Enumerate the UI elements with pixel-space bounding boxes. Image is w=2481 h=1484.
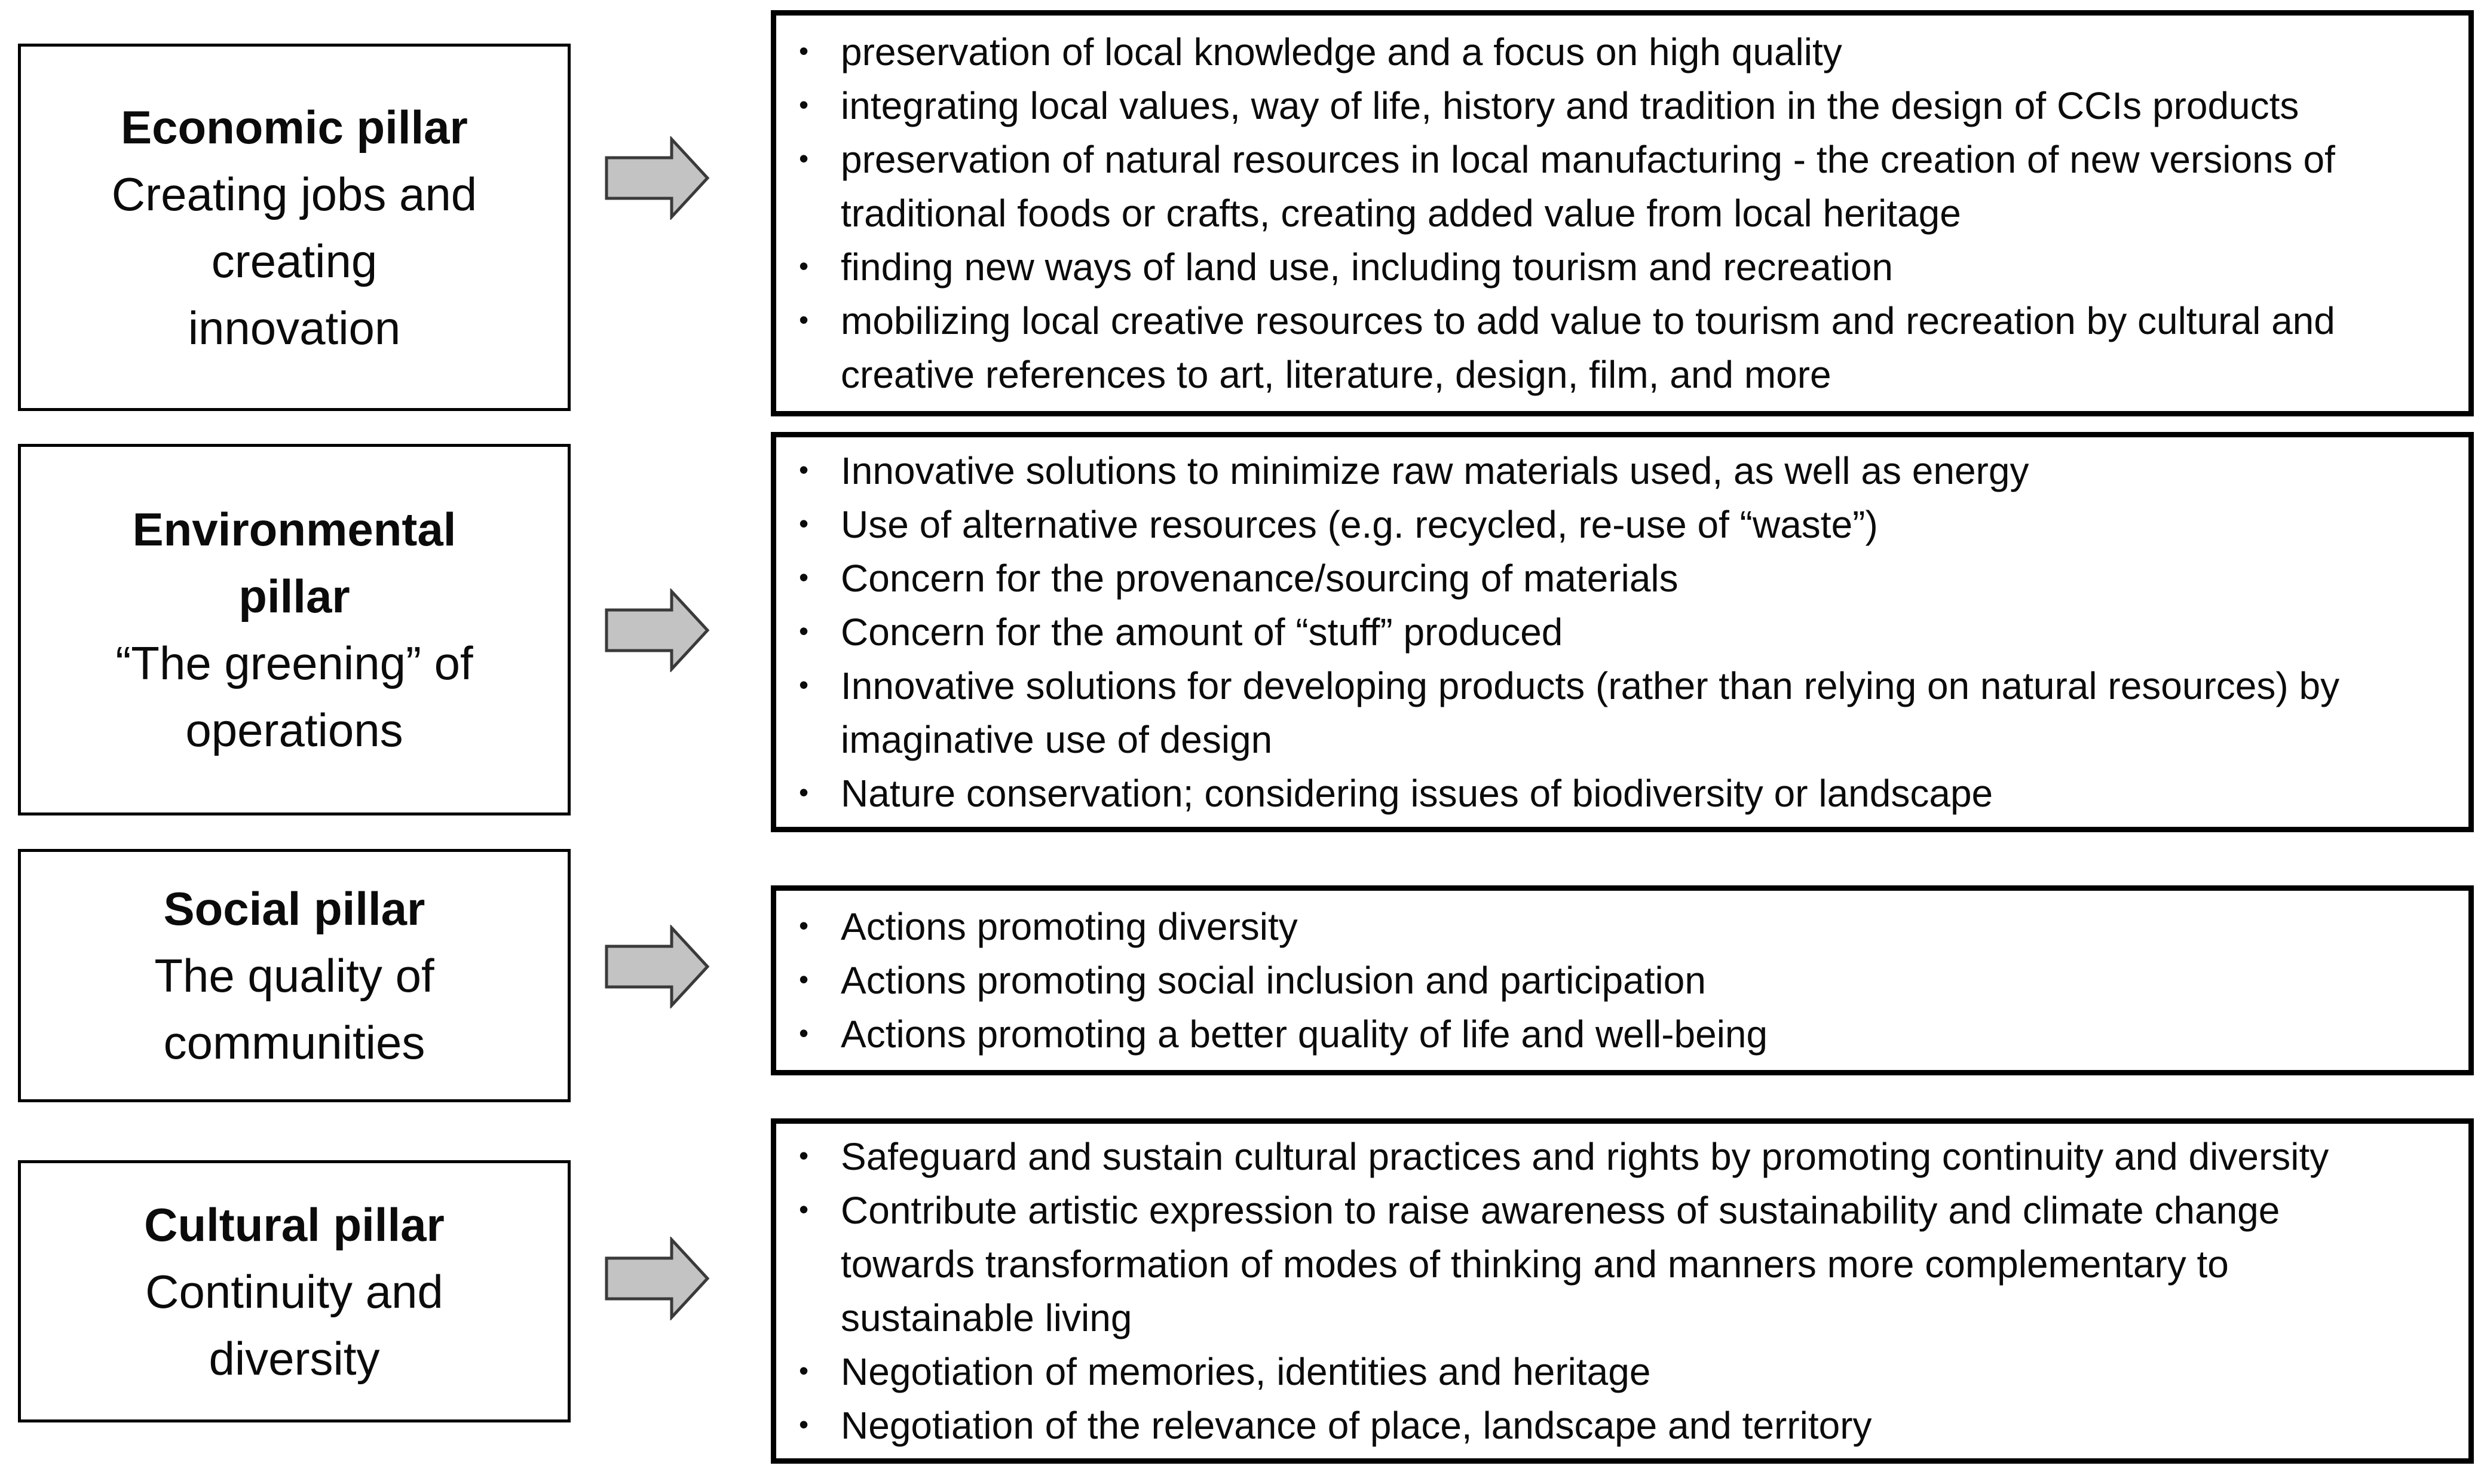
bullet-text: Negotiation of memories, identities and … xyxy=(841,1350,1651,1393)
bullet-icon: • xyxy=(799,508,809,539)
bullet-item: • preservation of natural resources in lo… xyxy=(783,133,2355,240)
bullet-text: Actions promoting a better quality of li… xyxy=(841,1013,1768,1056)
pillar-details-box-environmental: • Innovative solutions to minimize raw ma… xyxy=(771,432,2474,832)
right-arrow-icon xyxy=(605,136,710,220)
bullet-item: • Actions promoting a better quality of l… xyxy=(783,1007,2355,1061)
bullet-item: • Concern for the amount of “stuff” produ… xyxy=(783,605,2355,659)
bullet-icon: • xyxy=(799,143,809,174)
bullet-item: • Safeguard and sustain cultural practice… xyxy=(783,1130,2355,1183)
bullet-item: • Innovative solutions to minimize raw ma… xyxy=(783,444,2355,498)
bullet-item: • Nature conservation; considering issues… xyxy=(783,766,2355,820)
right-arrow-icon xyxy=(605,1237,710,1320)
bullet-icon: • xyxy=(799,89,809,120)
pillar-details-box-cultural: • Safeguard and sustain cultural practice… xyxy=(771,1118,2474,1464)
bullet-text: Innovative solutions for developing prod… xyxy=(841,664,2340,761)
bullet-text: preservation of local knowledge and a fo… xyxy=(841,30,1842,73)
bullet-list: • Innovative solutions to minimize raw ma… xyxy=(783,444,2355,820)
bullet-text: Nature conservation; considering issues … xyxy=(841,772,1993,815)
bullet-item: • Negotiation of memories, identities and… xyxy=(783,1345,2355,1399)
bullet-icon: • xyxy=(799,454,809,485)
bullet-text: finding new ways of land use, including … xyxy=(841,246,1893,289)
pillar-subtitle: Continuity and diversity xyxy=(145,1265,443,1385)
bullet-item: • Contribute artistic expression to raise… xyxy=(783,1183,2355,1345)
bullet-item: • Use of alternative resources (e.g. recy… xyxy=(783,498,2355,551)
bullet-icon: • xyxy=(799,777,809,808)
bullet-item: • Actions promoting diversity xyxy=(783,900,2355,953)
bullet-text: Contribute artistic expression to raise … xyxy=(841,1189,2280,1339)
pillar-subtitle: “The greening” of operations xyxy=(115,637,473,756)
bullet-text: Safeguard and sustain cultural practices… xyxy=(841,1135,2329,1178)
bullet-text: preservation of natural resources in loc… xyxy=(841,138,2335,235)
bullet-text: integrating local values, way of life, h… xyxy=(841,84,2299,127)
bullet-text: Concern for the provenance/sourcing of m… xyxy=(841,557,1678,600)
pillar-label-box-economic: Economic pillar Creating jobs and creati… xyxy=(18,44,571,411)
bullet-text: Actions promoting diversity xyxy=(841,905,1298,948)
bullet-item: • finding new ways of land use, including… xyxy=(783,240,2355,294)
bullet-icon: • xyxy=(799,304,809,335)
bullet-icon: • xyxy=(799,1140,809,1171)
bullet-text: Actions promoting social inclusion and p… xyxy=(841,959,1706,1002)
pillar-details-box-social: • Actions promoting diversity • Actions pr… xyxy=(771,885,2474,1075)
bullet-list: • Actions promoting diversity • Actions pr… xyxy=(783,900,2355,1061)
bullet-icon: • xyxy=(799,1409,809,1440)
pillar-title: Cultural pillar xyxy=(144,1198,445,1251)
pillar-title: Social pillar xyxy=(163,882,425,935)
bullet-item: • Concern for the provenance/sourcing of … xyxy=(783,551,2355,605)
bullet-item: • Innovative solutions for developing pro… xyxy=(783,659,2355,766)
pillar-details-box-economic: • preservation of local knowledge and a f… xyxy=(771,10,2474,416)
pillar-label-box-environmental: Environmental pillar “The greening” of o… xyxy=(18,444,571,815)
bullet-icon: • xyxy=(799,615,809,646)
pillar-title: Economic pillar xyxy=(121,100,468,154)
pillar-title: Environmental pillar xyxy=(132,503,457,623)
bullet-icon: • xyxy=(799,35,809,66)
bullet-icon: • xyxy=(799,964,809,995)
pillar-subtitle: The quality of communities xyxy=(154,949,434,1069)
bullet-icon: • xyxy=(799,1355,809,1386)
bullet-text: Use of alternative resources (e.g. recyc… xyxy=(841,503,1878,546)
bullet-list: • preservation of local knowledge and a f… xyxy=(783,25,2355,401)
pillar-label-box-social: Social pillar The quality of communities xyxy=(18,849,571,1102)
pillar-label-box-cultural: Cultural pillar Continuity and diversity xyxy=(18,1160,571,1422)
bullet-text: mobilizing local creative resources to a… xyxy=(841,299,2335,396)
bullet-icon: • xyxy=(799,250,809,281)
bullet-icon: • xyxy=(799,669,809,700)
pillar-subtitle: Creating jobs and creating innovation xyxy=(111,167,477,354)
right-arrow-icon xyxy=(605,588,710,672)
right-arrow-icon xyxy=(605,925,710,1008)
bullet-item: • Negotiation of the relevance of place, … xyxy=(783,1399,2355,1452)
bullet-item: • mobilizing local creative resources to … xyxy=(783,294,2355,401)
bullet-text: Negotiation of the relevance of place, l… xyxy=(841,1404,1872,1447)
bullet-icon: • xyxy=(799,1194,809,1225)
bullet-text: Concern for the amount of “stuff” produc… xyxy=(841,611,1563,654)
bullet-item: • preservation of local knowledge and a f… xyxy=(783,25,2355,79)
bullet-item: • Actions promoting social inclusion and … xyxy=(783,953,2355,1007)
bullet-text: Innovative solutions to minimize raw mat… xyxy=(841,449,2029,492)
bullet-list: • Safeguard and sustain cultural practice… xyxy=(783,1130,2355,1452)
bullet-icon: • xyxy=(799,910,809,941)
bullet-item: • integrating local values, way of life, … xyxy=(783,79,2355,133)
bullet-icon: • xyxy=(799,1017,809,1048)
bullet-icon: • xyxy=(799,562,809,593)
